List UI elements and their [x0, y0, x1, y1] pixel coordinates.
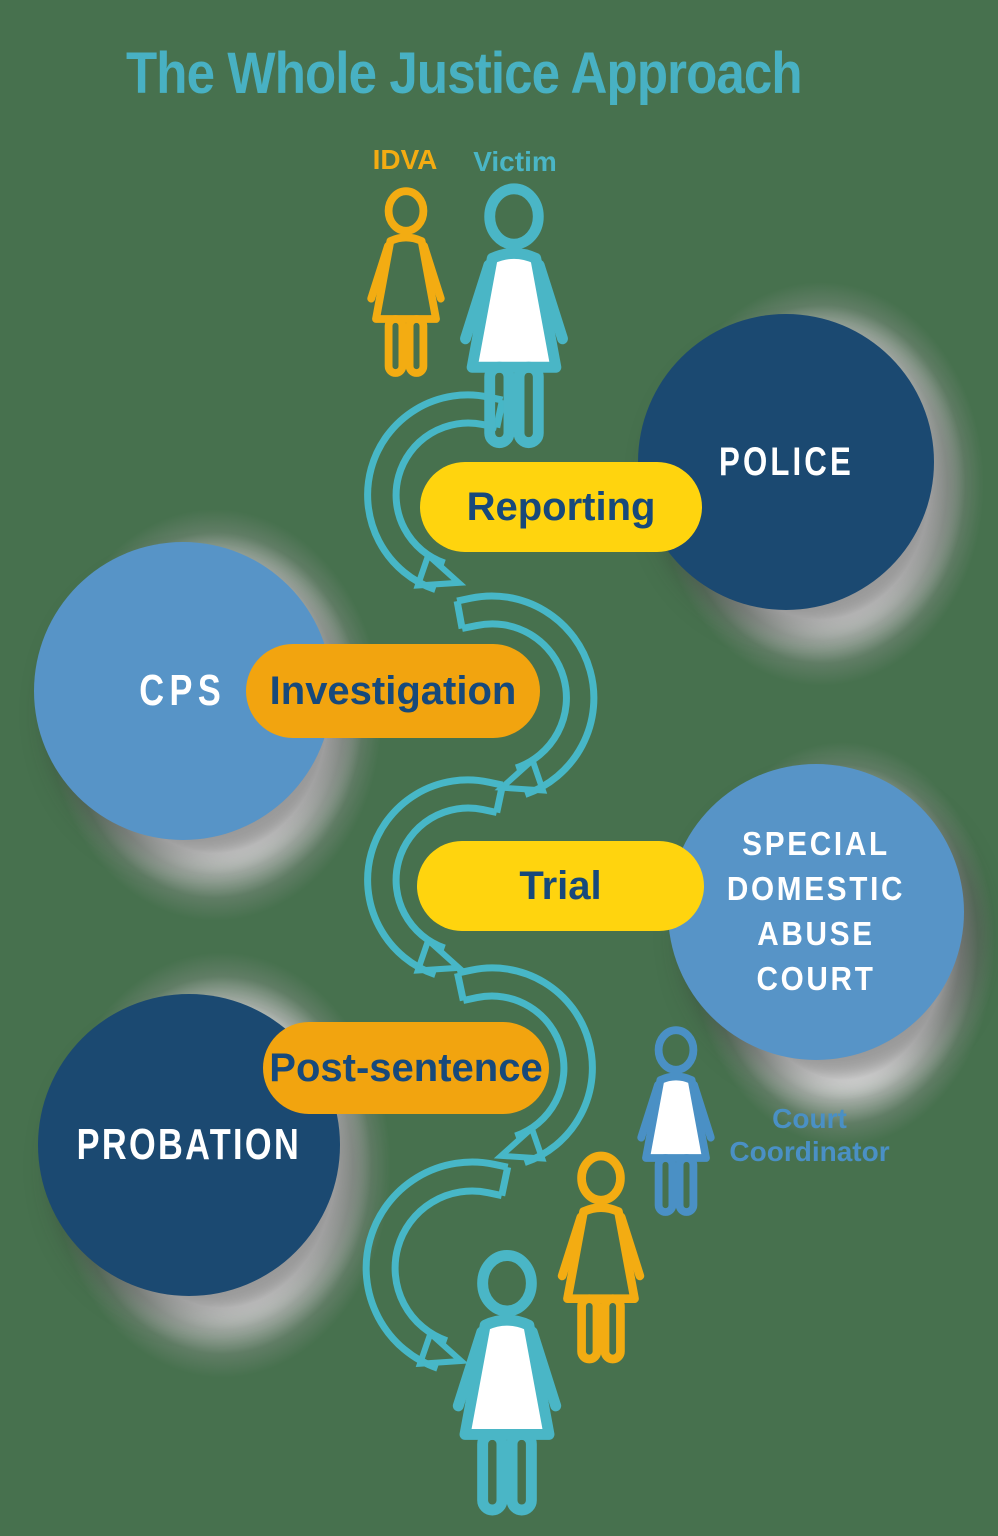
stage-post-sentence-label: Post-sentence: [269, 1045, 543, 1090]
stage-investigation-label: Investigation: [269, 668, 517, 713]
victim-person-icon: [430, 183, 598, 451]
stage-pill-reporting: Reporting: [420, 462, 702, 552]
stage-pill-investigation: Investigation: [246, 644, 540, 738]
court-coordinator-label: Court Coordinator: [729, 1103, 890, 1168]
stage-pill-trial: Trial: [417, 841, 704, 931]
cps-label: CPS: [139, 666, 227, 715]
stage-pill-post-sentence: Post-sentence: [263, 1022, 549, 1114]
victim-label: Victim: [473, 146, 557, 177]
victim-bottom-person-icon: [423, 1249, 591, 1519]
circle-probation: PROBATION: [38, 994, 340, 1296]
stage-trial-label: Trial: [519, 863, 602, 908]
flow-arrow-return-icon: [362, 1158, 512, 1372]
page-title: The Whole Justice Approach: [126, 41, 803, 106]
circle-police: POLICE: [638, 314, 934, 610]
flow-arrow-post-sentence-icon: [454, 964, 596, 1166]
flow-arrow-investigation-icon: [453, 592, 598, 798]
special-domestic-abuse-court-label: SPECIAL DOMESTIC ABUSE COURT: [726, 825, 906, 997]
circle-special-domestic-abuse-court: SPECIAL DOMESTIC ABUSE COURT: [668, 764, 964, 1060]
flow-arrow-reporting-icon: [364, 391, 506, 593]
flow-arrow-trial-icon: [364, 776, 506, 978]
stage-reporting-label: Reporting: [466, 484, 656, 529]
police-label: POLICE: [718, 439, 854, 484]
idva-label: IDVA: [372, 144, 438, 175]
probation-label: PROBATION: [76, 1120, 302, 1169]
